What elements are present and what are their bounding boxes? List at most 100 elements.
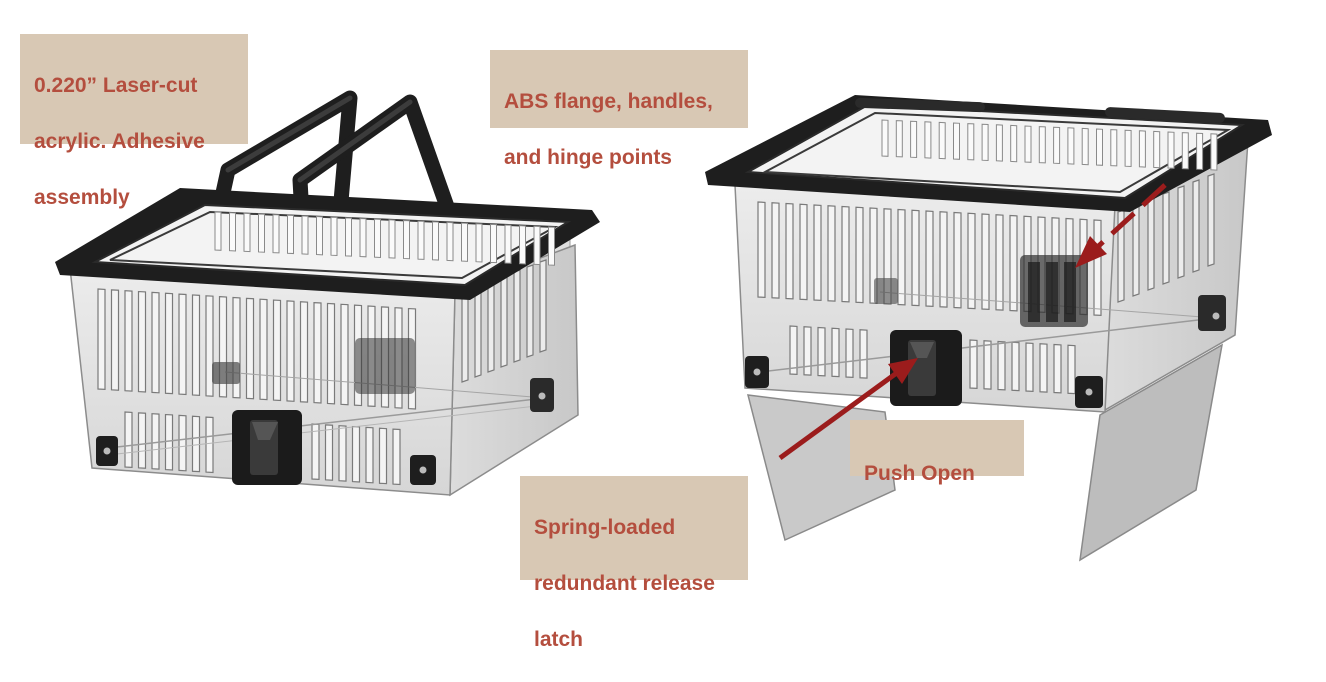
slot	[487, 279, 495, 373]
right-front-slots	[757, 201, 1102, 395]
slot	[338, 425, 347, 482]
slot	[351, 425, 361, 483]
slot	[881, 119, 889, 157]
slot	[474, 284, 482, 378]
slot	[1067, 344, 1076, 395]
slot	[1192, 179, 1200, 273]
slot	[1096, 128, 1103, 166]
slot	[1210, 133, 1218, 171]
left-back-latch	[355, 338, 415, 394]
slot	[539, 259, 547, 353]
slot	[1181, 132, 1189, 170]
slot	[272, 299, 282, 402]
right-flange	[705, 95, 1272, 212]
slot	[313, 301, 322, 404]
slot	[897, 208, 906, 306]
slot	[124, 411, 133, 469]
slot	[548, 226, 555, 266]
slot	[191, 415, 201, 473]
slot	[245, 297, 255, 400]
callout-abs: ABS flange, handles, and hinge points	[490, 50, 748, 169]
slot	[151, 291, 160, 394]
slot	[967, 123, 975, 161]
slot	[1162, 191, 1170, 285]
callout-push-open: Push Open	[850, 420, 1024, 485]
slot	[1153, 130, 1161, 169]
slot	[831, 327, 840, 378]
slot	[345, 217, 352, 257]
arrows	[778, 183, 1167, 461]
slot	[910, 120, 918, 159]
slot	[995, 214, 1004, 311]
slot	[137, 412, 147, 469]
slot	[330, 216, 338, 257]
left-side-slots	[461, 259, 547, 383]
slot	[1138, 130, 1146, 168]
slot	[475, 223, 483, 263]
slot	[1025, 342, 1034, 393]
slot	[205, 295, 214, 397]
slot	[855, 206, 864, 304]
slot	[191, 294, 201, 396]
slot	[997, 340, 1006, 391]
slot	[1011, 341, 1020, 392]
callout-latch-line-3: latch	[534, 628, 584, 651]
slot	[97, 288, 106, 391]
left-flange	[55, 188, 600, 300]
slot	[841, 205, 850, 303]
slot	[365, 426, 374, 484]
slot	[1177, 185, 1185, 279]
slot	[895, 120, 903, 158]
slot	[110, 289, 120, 391]
slot	[259, 298, 268, 401]
right-basket	[705, 95, 1272, 562]
slot	[859, 329, 868, 379]
slot	[301, 215, 309, 255]
slot	[1039, 343, 1048, 393]
slot	[403, 219, 410, 260]
slot	[939, 211, 948, 308]
callout-latch-line-1: Spring-loaded	[534, 516, 676, 539]
slot	[326, 302, 336, 405]
slot	[461, 289, 469, 383]
slot	[178, 414, 187, 472]
slot	[995, 124, 1003, 162]
slot	[845, 328, 854, 379]
slot	[316, 216, 323, 256]
callout-abs-line-1: ABS flange, handles,	[504, 90, 713, 113]
slot	[1093, 219, 1102, 317]
slot	[513, 269, 521, 363]
slot	[771, 202, 780, 299]
callout-acrylic-line-2: acrylic. Adhesive	[34, 130, 205, 153]
left-basket	[55, 90, 600, 497]
slot	[799, 203, 808, 301]
slot	[969, 339, 978, 390]
slot	[500, 274, 508, 368]
slot	[504, 224, 512, 264]
right-door-right	[1079, 343, 1224, 562]
slot	[258, 213, 265, 253]
basket-illustration	[55, 90, 1272, 562]
callout-acrylic: 0.220” Laser-cut acrylic. Adhesive assem…	[20, 34, 248, 209]
slot	[243, 212, 251, 253]
slot	[1196, 132, 1204, 171]
slot	[164, 413, 174, 471]
slot	[311, 423, 320, 481]
slot	[1009, 214, 1018, 312]
slot	[164, 292, 174, 395]
slot	[533, 225, 541, 266]
slot	[1053, 126, 1061, 165]
slot	[785, 202, 794, 300]
left-front-slots	[97, 288, 417, 486]
callout-abs-line-2: and hinge points	[504, 146, 672, 169]
slot	[446, 221, 454, 262]
slot	[151, 413, 160, 470]
slot	[981, 213, 990, 311]
slot	[378, 427, 388, 485]
slot	[803, 326, 812, 376]
slot	[938, 121, 946, 160]
slot	[299, 301, 309, 403]
slot	[925, 210, 934, 308]
push-open-arrow	[778, 369, 900, 461]
slot	[124, 290, 133, 392]
